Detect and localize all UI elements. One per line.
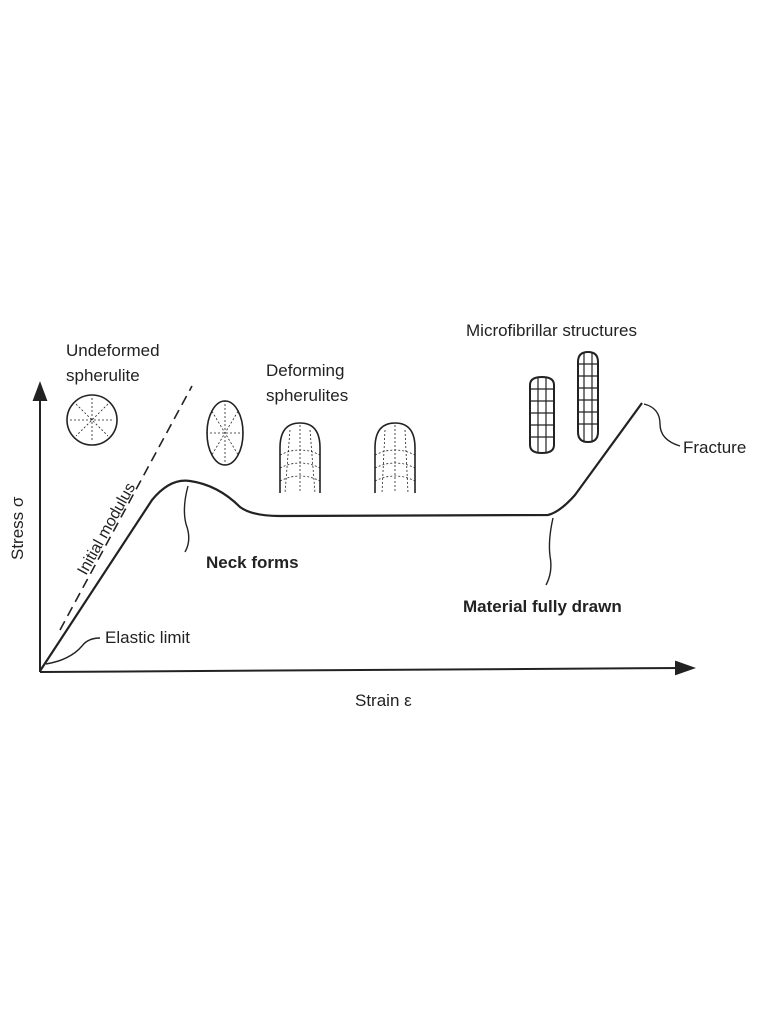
x-axis-label: Strain ε [355, 691, 412, 710]
y-axis-arrowhead [32, 381, 48, 401]
microfibrillar-structure-icon [577, 350, 599, 444]
undeformed-label-line1: Undeformed [66, 341, 160, 360]
neck-forms-label: Neck forms [206, 553, 299, 572]
deforming-spherulite-ellipse-icon [206, 400, 244, 466]
fracture-label: Fracture [683, 438, 746, 457]
initial-modulus-label: Initial modulus [75, 480, 139, 578]
deforming-label-line1: Deforming [266, 361, 344, 380]
material-fully-drawn-label: Material fully drawn [463, 597, 622, 616]
elastic-limit-label: Elastic limit [105, 628, 190, 647]
material-drawn-leader [545, 517, 554, 586]
stress-strain-curve [39, 402, 643, 672]
undeformed-label-line2: spherulite [66, 366, 140, 385]
y-axis-label: Stress σ [8, 496, 27, 560]
x-axis-arrowhead [675, 660, 697, 676]
deforming-label-line2: spherulites [266, 386, 348, 405]
elastic-limit-leader [45, 637, 101, 665]
microfibrillar-label: Microfibrillar structures [466, 321, 637, 340]
initial-modulus-line [59, 385, 193, 631]
neck-forms-leader [183, 485, 190, 553]
microfibrillar-structure-icon [529, 375, 555, 455]
axes [32, 381, 697, 676]
leader-lines [45, 403, 681, 665]
deforming-spherulite-bullet-icon [279, 422, 321, 493]
deforming-spherulite-bullet-icon [374, 422, 416, 493]
undeformed-spherulite-icon [66, 394, 118, 446]
x-axis [39, 667, 684, 673]
fracture-leader [643, 403, 681, 447]
